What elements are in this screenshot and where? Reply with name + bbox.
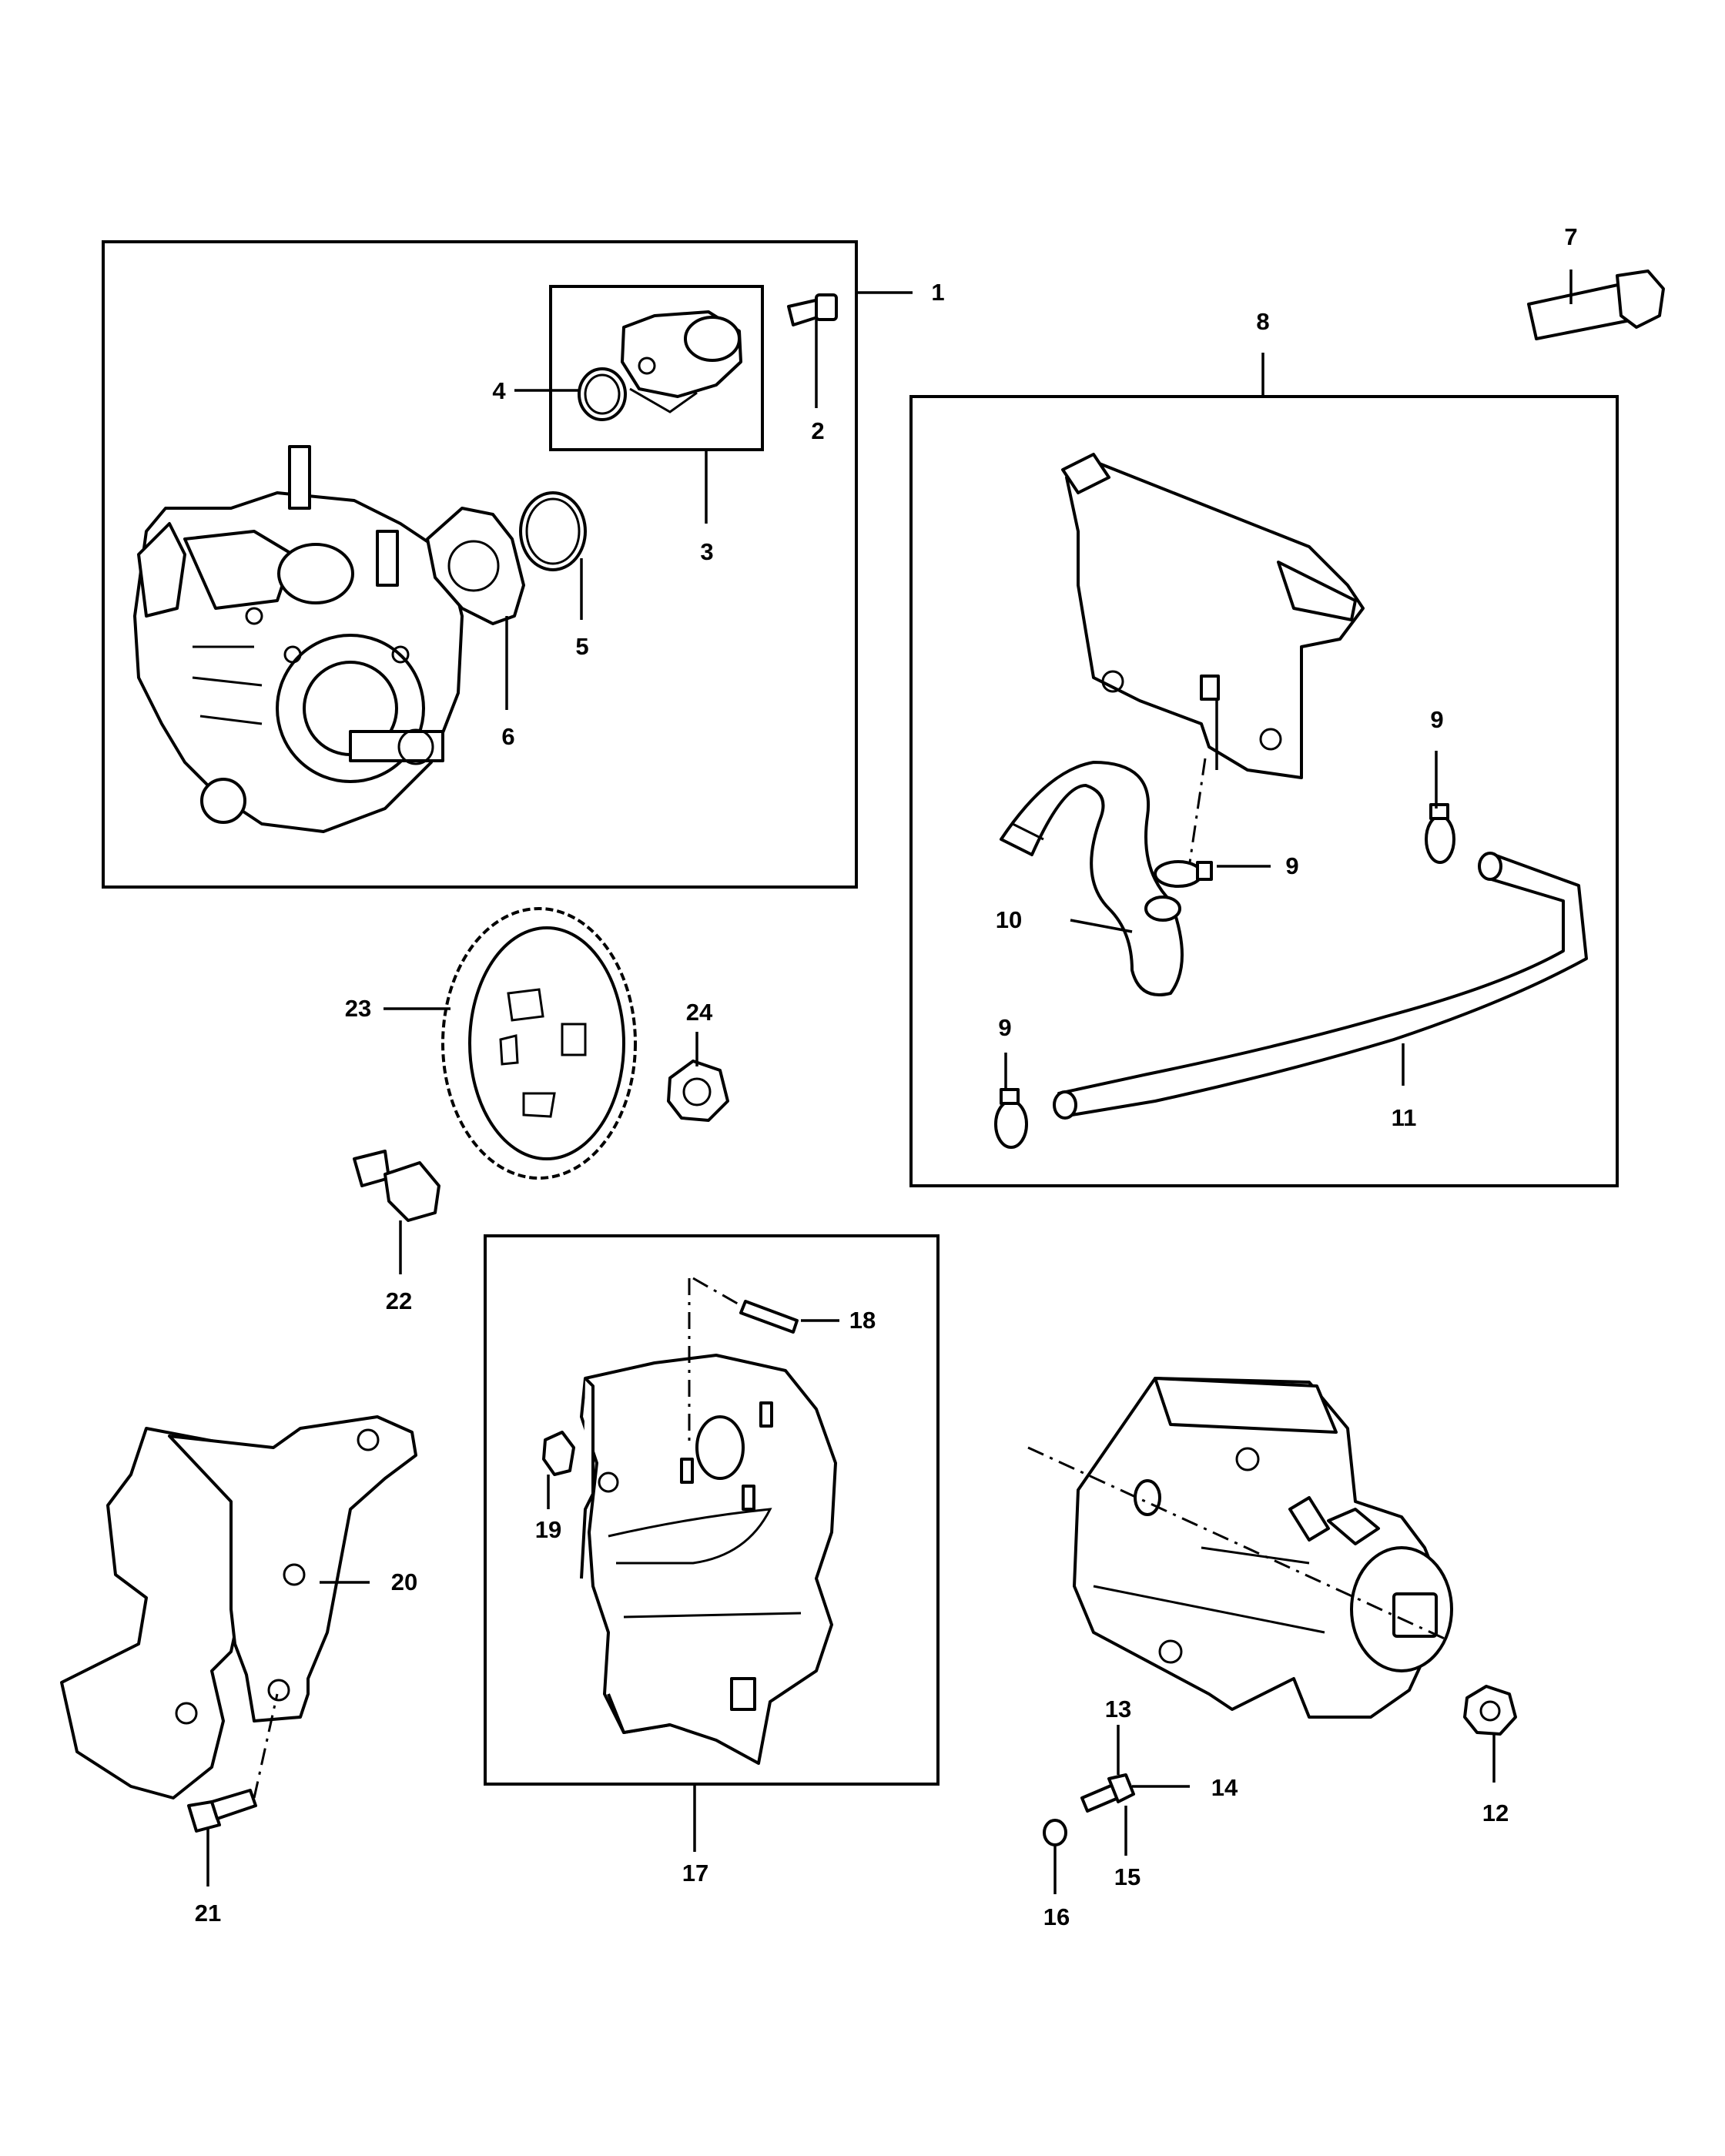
callout-21: 21 — [195, 1900, 221, 1927]
callout-7: 7 — [1564, 223, 1577, 250]
hose-clamp-3 — [994, 1088, 1028, 1149]
callout-8: 8 — [1256, 308, 1269, 335]
stud-18 — [739, 1300, 799, 1334]
sprocket-nut — [667, 1060, 729, 1122]
seal-ring — [519, 491, 587, 571]
callout-19: 19 — [535, 1516, 561, 1543]
callout-23: 23 — [345, 995, 371, 1022]
hose — [1000, 761, 1184, 996]
pressure-regulator — [621, 310, 742, 413]
callout-13: 13 — [1105, 1696, 1131, 1722]
callout-3: 3 — [700, 538, 713, 565]
bolt-19 — [542, 1431, 575, 1476]
stud — [353, 1150, 440, 1222]
callout-5: 5 — [575, 633, 588, 660]
pump-assembly-frame — [102, 240, 858, 889]
callout-18: 18 — [849, 1307, 876, 1334]
callout-9-mid: 9 — [1285, 852, 1298, 879]
callout-24: 24 — [686, 999, 713, 1026]
callout-9-top: 9 — [1430, 706, 1443, 733]
o-ring — [578, 367, 627, 421]
gasket — [426, 507, 525, 625]
callout-2: 2 — [811, 417, 824, 444]
callout-14: 14 — [1211, 1774, 1238, 1801]
callout-15: 15 — [1114, 1863, 1141, 1890]
bolt-21 — [187, 1789, 257, 1833]
high-pressure-pump — [133, 445, 464, 833]
washer — [1043, 1819, 1067, 1846]
timing-cover-frame — [484, 1234, 940, 1786]
hose-clamp-1 — [1154, 860, 1213, 888]
bolt-7 — [1527, 270, 1665, 340]
callout-16: 16 — [1043, 1903, 1070, 1930]
pump-nut — [1463, 1685, 1517, 1736]
callout-12: 12 — [1482, 1799, 1509, 1826]
callout-17: 17 — [682, 1860, 708, 1886]
callout-9-left: 9 — [998, 1014, 1011, 1041]
timing-cover — [580, 1354, 837, 1765]
callout-11: 11 — [1392, 1104, 1417, 1131]
hose-clamp-2 — [1425, 803, 1455, 864]
callout-22: 22 — [386, 1287, 412, 1314]
callout-4: 4 — [492, 377, 506, 404]
banjo-fitting — [1080, 1773, 1135, 1813]
pump-housing — [1073, 1377, 1453, 1719]
callout-1: 1 — [931, 279, 944, 306]
heat-shield — [60, 1415, 417, 1799]
regulator-kit-frame — [549, 285, 764, 451]
callout-20: 20 — [391, 1568, 417, 1595]
bolt-2 — [787, 293, 838, 326]
callout-10: 10 — [996, 906, 1022, 933]
callout-6: 6 — [501, 723, 514, 750]
pipe — [1053, 852, 1588, 1120]
fuel-rail-bracket — [1061, 453, 1365, 779]
pump-sprocket — [441, 907, 637, 1180]
